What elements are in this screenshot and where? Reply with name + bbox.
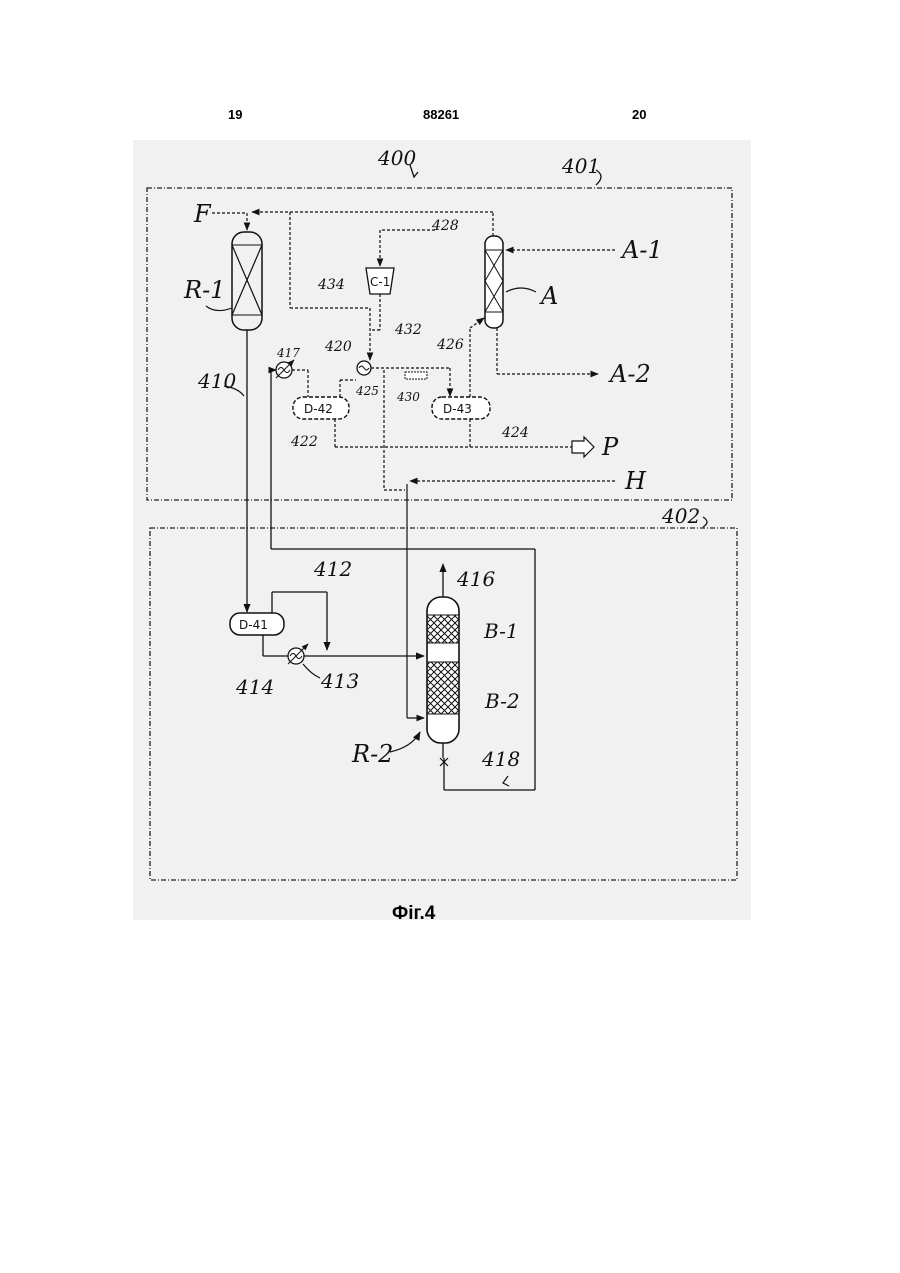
label-a: A: [539, 282, 558, 310]
label-b2: B-2: [484, 689, 520, 713]
label-428: 428: [431, 218, 459, 234]
label-p: P: [601, 433, 619, 461]
label-c1: C-1: [370, 275, 390, 289]
label-434: 434: [317, 277, 345, 293]
label-417: 417: [276, 346, 300, 360]
absorber-a: [485, 236, 503, 328]
label-d41: D-41: [239, 618, 268, 632]
reactor-r2: [427, 597, 459, 743]
label-420: 420: [324, 339, 352, 355]
label-b1: B-1: [483, 619, 519, 643]
label-412: 412: [313, 557, 352, 581]
label-430: 430: [396, 390, 420, 404]
label-422: 422: [290, 434, 318, 450]
label-r2: R-2: [351, 740, 393, 768]
zone-label-402: 402: [661, 504, 700, 528]
label-425: 425: [355, 384, 379, 398]
label-410: 410: [197, 369, 236, 393]
label-f: F: [193, 200, 212, 228]
label-a1: A-1: [620, 236, 663, 264]
label-r1: R-1: [183, 276, 225, 304]
label-418: 418: [481, 747, 520, 771]
cooler-430: [405, 372, 427, 379]
label-432: 432: [394, 322, 422, 338]
label-d42: D-42: [304, 402, 333, 416]
zone-label-401: 401: [561, 154, 600, 178]
label-d43: D-43: [443, 402, 472, 416]
label-413: 413: [320, 669, 359, 693]
label-414: 414: [235, 675, 274, 699]
label-416: 416: [456, 567, 495, 591]
label-h: H: [624, 467, 647, 495]
label-424: 424: [501, 425, 529, 441]
figure-caption: Фіг.4: [392, 903, 435, 925]
label-426: 426: [436, 337, 464, 353]
label-a2: A-2: [608, 360, 651, 388]
